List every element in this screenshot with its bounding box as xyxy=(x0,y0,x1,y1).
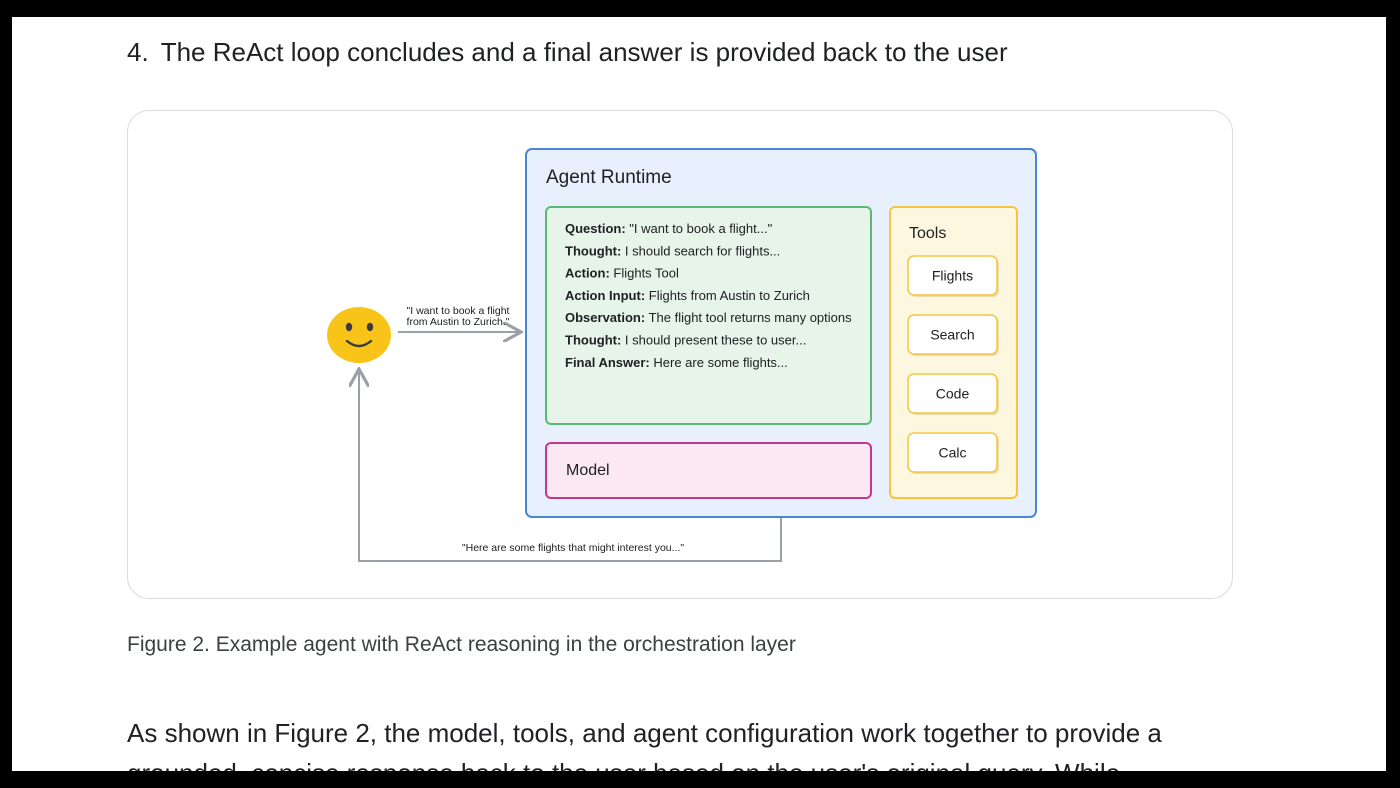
response-text: "Here are some flights that might intere… xyxy=(462,542,684,554)
tools-title: Tools xyxy=(909,225,946,242)
tool-label: Search xyxy=(930,327,974,343)
tool-label: Flights xyxy=(932,268,973,284)
react-trace-lines: Question: "I want to book a flight..." Th… xyxy=(565,221,852,370)
step-number: 4. xyxy=(127,37,149,67)
trace-line-text: Here are some flights... xyxy=(650,355,788,370)
trace-line-label: Thought: xyxy=(565,243,621,258)
model-label: Model xyxy=(566,462,610,479)
smiley-face-icon xyxy=(327,307,391,363)
tool-label: Calc xyxy=(938,445,966,461)
figure-caption: Figure 2. Example agent with ReAct reaso… xyxy=(127,633,796,656)
trace-line-label: Final Answer: xyxy=(565,355,650,370)
react-trace-box xyxy=(545,206,872,425)
user-query-line1: "I want to book a flight xyxy=(407,305,510,317)
agent-runtime-title: Agent Runtime xyxy=(546,167,672,188)
trace-line-text: I should search for flights... xyxy=(621,243,780,258)
trace-line: Thought: I should present these to user.… xyxy=(565,333,806,348)
trace-line-text: I should present these to user... xyxy=(621,333,806,348)
user-query-line2: from Austin to Zurich." xyxy=(407,316,510,328)
trace-line: Action: Flights Tool xyxy=(565,266,679,281)
trace-line: Action Input: Flights from Austin to Zur… xyxy=(565,288,810,303)
tool-code: Code xyxy=(907,373,999,415)
model-box xyxy=(545,442,872,499)
document-page: 4. The ReAct loop concludes and a final a… xyxy=(12,17,1386,771)
trace-line-text: The flight tool returns many options xyxy=(645,310,852,325)
trace-line: Observation: The flight tool returns man… xyxy=(565,310,852,325)
figure-card: Agent Runtime Question: "I want to book … xyxy=(127,110,1233,599)
step-text: The ReAct loop concludes and a final ans… xyxy=(160,37,1008,67)
tool-flights: Flights xyxy=(907,255,999,297)
trace-line-text: Flights from Austin to Zurich xyxy=(645,288,810,303)
tool-calc: Calc xyxy=(907,432,999,474)
trace-line-label: Thought: xyxy=(565,333,621,348)
trace-line-label: Question: xyxy=(565,221,626,236)
trace-line-label: Observation: xyxy=(565,310,645,325)
body-paragraph: As shown in Figure 2, the model, tools, … xyxy=(127,718,1162,771)
step-heading: 4. The ReAct loop concludes and a final a… xyxy=(127,37,1008,68)
trace-line: Final Answer: Here are some flights... xyxy=(565,355,788,370)
trace-line-text: Flights Tool xyxy=(610,266,679,281)
response-arrow xyxy=(359,371,782,562)
agent-diagram: Agent Runtime Question: "I want to book … xyxy=(327,148,1037,562)
trace-line-text: "I want to book a flight..." xyxy=(626,221,773,236)
tool-search: Search xyxy=(907,314,999,356)
trace-line: Thought: I should search for flights... xyxy=(565,243,780,258)
trace-line-label: Action: xyxy=(565,266,610,281)
trace-line-label: Action Input: xyxy=(565,288,645,303)
trace-line: Question: "I want to book a flight..." xyxy=(565,221,773,236)
tool-label: Code xyxy=(936,386,970,402)
